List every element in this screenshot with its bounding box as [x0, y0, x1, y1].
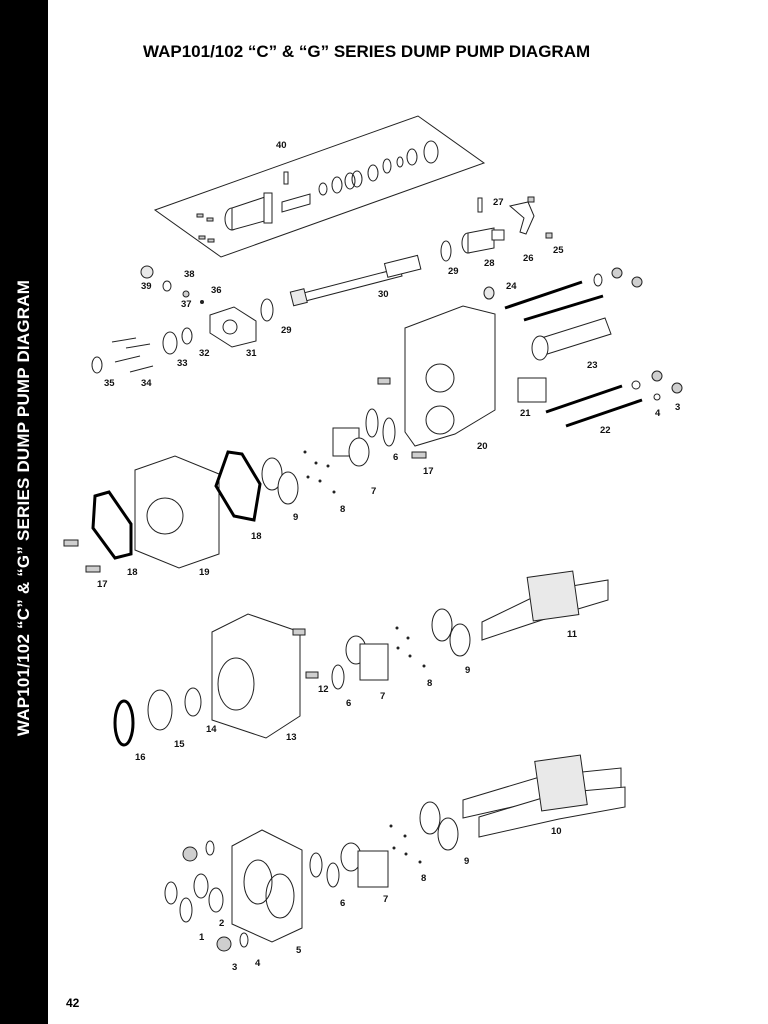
part-27-pin: [477, 197, 483, 213]
callout-label: 9: [465, 665, 470, 676]
callout-label: 18: [251, 531, 262, 542]
kit-o-rings: [318, 140, 439, 196]
callout-label: 12: [318, 684, 329, 695]
callout-label: 38: [184, 269, 195, 280]
kit-small-parts: [196, 213, 215, 243]
part-31-valve-housing: [209, 306, 257, 348]
callout-label: 24: [506, 281, 517, 292]
part-10-gear-shafts: [462, 754, 626, 838]
callout-label: 4: [255, 958, 261, 969]
parts-14-16-seals: [113, 687, 202, 747]
part-9-wear-plate-lower: [419, 801, 459, 851]
part-19-gear-housing: [134, 455, 220, 569]
callout-label: 17: [97, 579, 108, 590]
part-9-wear-plate-middle: [431, 608, 471, 657]
callout-label: 22: [600, 425, 611, 436]
part-8-dowels-lower: [389, 824, 422, 864]
callout-label: 6: [346, 698, 351, 709]
callout-label: 14: [206, 724, 217, 735]
callout-label: 23: [587, 360, 598, 371]
kit-valve-body: [224, 192, 273, 231]
callout-label: 1: [199, 932, 205, 943]
part-9-wear-plate-upper: [261, 457, 299, 505]
callout-label: 18: [127, 567, 138, 578]
part-27-screw: [527, 196, 535, 203]
lower-bearings-group: [309, 842, 389, 888]
part-11-drive-gear: [481, 570, 609, 641]
part-13-front-housing: [211, 613, 306, 739]
part-30-shaft: [289, 254, 422, 307]
page-number: 42: [66, 996, 80, 1010]
part-25-27-bracket: [477, 196, 553, 239]
callout-label: 34: [141, 378, 152, 389]
part-29-ring: [260, 298, 274, 322]
callout-label: 8: [427, 678, 432, 689]
callout-label: 29: [448, 266, 459, 277]
callout-label: 39: [141, 281, 152, 292]
parts-1-4-fasteners: [164, 840, 249, 952]
callout-label: 7: [383, 894, 388, 905]
part-5-end-cover: [231, 829, 303, 943]
callout-label: 26: [523, 253, 534, 264]
callout-label: 11: [567, 629, 578, 640]
parts-32-35-bolts: [91, 327, 193, 374]
callout-label: 13: [286, 732, 297, 743]
callout-label: 9: [293, 512, 298, 523]
seal-kit-40-group: [153, 115, 486, 258]
part-18-gaskets: [91, 450, 262, 560]
callout-label: 3: [232, 962, 237, 973]
callout-label: 8: [421, 873, 426, 884]
callout-label: 4: [655, 408, 661, 419]
callout-label: 15: [174, 739, 185, 750]
callout-label: 37: [181, 299, 192, 310]
callout-label: 3: [675, 402, 680, 413]
callout-label: 36: [211, 285, 222, 296]
part-8-dowels-middle: [395, 626, 426, 668]
callout-label: 10: [551, 826, 562, 837]
callout-label: 7: [380, 691, 385, 702]
callout-label: 28: [484, 258, 495, 269]
callout-label: 40: [276, 140, 287, 151]
part-25-screw: [545, 232, 553, 239]
part-17-dowel-pins-lower: [63, 539, 101, 573]
middle-bearings-group: [305, 635, 389, 690]
callout-label: 5: [296, 945, 302, 956]
callout-label: 33: [177, 358, 188, 369]
part-26-bracket: [508, 201, 535, 235]
callout-label: 20: [477, 441, 488, 452]
sidebar: WAP101/102 “C” & “G” SERIES DUMP PUMP DI…: [0, 0, 48, 1024]
seal-kit-frame: [153, 115, 486, 258]
part-20-pump-housing: [377, 305, 496, 447]
callout-label: 35: [104, 378, 115, 389]
part-24-23-valve-cartridge: [483, 267, 643, 361]
part-8-dowels-upper: [303, 450, 336, 494]
callout-label: 16: [135, 752, 146, 763]
callout-label: 25: [553, 245, 564, 256]
kit-pin: [283, 171, 289, 185]
callout-label: 17: [423, 466, 434, 477]
parts-21-22-studs: [517, 370, 683, 428]
callout-label: 30: [378, 289, 389, 300]
callout-label: 2: [219, 918, 224, 929]
part-37-39-fittings: [140, 265, 204, 304]
kit-spool: [281, 193, 311, 213]
callout-label: 32: [199, 348, 210, 359]
page-title: WAP101/102 “C” & “G” SERIES DUMP PUMP DI…: [143, 42, 591, 61]
callout-label: 9: [464, 856, 469, 867]
callout-label: 31: [246, 348, 257, 359]
part-28-plug: [440, 227, 505, 262]
callout-label: 6: [340, 898, 345, 909]
callout-label: 19: [199, 567, 210, 578]
callout-label: 21: [520, 408, 531, 419]
callout-label: 29: [281, 325, 292, 336]
callout-label: 8: [340, 504, 345, 515]
rear-bearings-group: [332, 408, 427, 467]
callout-label: 6: [393, 452, 398, 463]
callout-label: 27: [493, 197, 504, 208]
callout-label: 7: [371, 486, 376, 497]
